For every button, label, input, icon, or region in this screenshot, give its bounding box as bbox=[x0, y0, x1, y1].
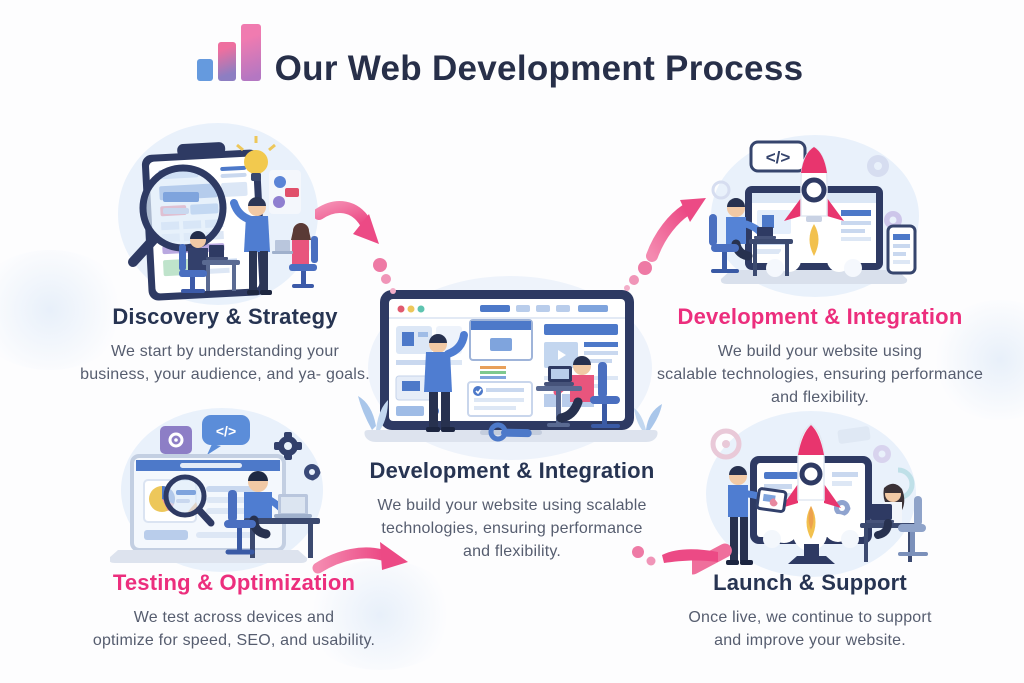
background-wisp bbox=[300, 560, 460, 670]
smoke-clouds bbox=[763, 513, 859, 551]
wrench-icon bbox=[488, 422, 532, 442]
standing-person bbox=[726, 466, 788, 565]
gear-icon bbox=[710, 428, 742, 460]
step-development-center-title: Development & Integration bbox=[369, 458, 655, 483]
magnifying-glass-icon bbox=[128, 164, 227, 267]
seated-person bbox=[224, 471, 320, 558]
rocket-icon bbox=[784, 146, 844, 256]
step-testing-title: Testing & Optimization bbox=[112, 570, 356, 595]
gear-icon bbox=[867, 155, 889, 177]
code-chat-bubble-icon: </> bbox=[202, 415, 250, 455]
lightbulb-icon bbox=[236, 136, 276, 181]
code-badge-icon: </> bbox=[749, 140, 807, 173]
arrow-center-to-development bbox=[624, 198, 706, 291]
gear-badge-icon bbox=[160, 426, 192, 454]
step-launch-line: Once live, we continue to support bbox=[688, 609, 932, 626]
seated-person bbox=[860, 483, 928, 562]
laptop-screen bbox=[380, 290, 634, 430]
discovery-illustration bbox=[118, 123, 318, 305]
step-development-right-line: We build your website using bbox=[717, 343, 923, 360]
step-launch-title: Launch & Support bbox=[713, 570, 907, 595]
step-discovery-line: business, your audience, and ya- goals. bbox=[80, 366, 370, 383]
laptop-base bbox=[110, 550, 308, 563]
step-discovery-line: We start by understanding your bbox=[110, 343, 340, 360]
arrow-discovery-to-center bbox=[315, 201, 396, 294]
svg-text:</>: </> bbox=[216, 423, 236, 439]
step-development-center-line: and flexibility. bbox=[462, 543, 562, 560]
step-development-right: Development & Integration We build your … bbox=[638, 304, 1002, 409]
step-development-center-line: We build your website using scalable bbox=[377, 497, 647, 514]
laptop-screen bbox=[130, 454, 286, 552]
plant-icon bbox=[358, 396, 388, 430]
step-testing-line: optimize for speed, SEO, and usability. bbox=[92, 632, 376, 649]
header: Our Web Development Process bbox=[0, 24, 1000, 88]
phone-icon bbox=[886, 224, 917, 275]
step-launch-line: and improve your website. bbox=[714, 632, 906, 649]
gear-icon bbox=[274, 432, 302, 460]
background-wisp bbox=[0, 250, 130, 370]
svg-text:</>: </> bbox=[766, 148, 791, 167]
gear-icon bbox=[711, 180, 731, 200]
page-title: Our Web Development Process bbox=[274, 48, 804, 88]
step-discovery-title: Discovery & Strategy bbox=[112, 304, 338, 329]
seated-person bbox=[709, 198, 793, 276]
seated-person-right bbox=[272, 223, 318, 288]
monitor-stand bbox=[804, 544, 819, 556]
seated-person-left bbox=[179, 231, 240, 293]
bar-chart-logo-icon bbox=[196, 24, 261, 88]
background-card bbox=[837, 426, 871, 444]
step-discovery: Discovery & Strategy We start by underst… bbox=[40, 304, 410, 386]
standing-person bbox=[230, 197, 272, 295]
center-illustration bbox=[358, 276, 662, 460]
standing-person bbox=[424, 331, 468, 432]
arrow-center-to-launch bbox=[632, 546, 718, 566]
step-launch: Launch & Support Once live, we continue … bbox=[636, 570, 984, 652]
step-development-center-line: technologies, ensuring performance bbox=[381, 520, 643, 537]
step-development-right-line: and flexibility. bbox=[770, 389, 870, 406]
seated-person bbox=[536, 356, 620, 428]
magnifying-glass-icon bbox=[163, 474, 215, 527]
testing-illustration: </> bbox=[110, 408, 323, 572]
plant-icon bbox=[634, 404, 662, 430]
color-swatches-icon bbox=[269, 170, 301, 214]
rocket-icon bbox=[781, 423, 841, 539]
arrow-testing-to-center bbox=[312, 542, 408, 574]
step-development-right-line: scalable technologies, ensuring performa… bbox=[656, 366, 984, 383]
development-illustration: </> bbox=[709, 135, 919, 297]
launch-illustration bbox=[692, 411, 928, 577]
step-testing-line: We test across devices and bbox=[133, 609, 335, 626]
step-development-right-title: Development & Integration bbox=[677, 304, 963, 329]
step-development-center: Development & Integration We build your … bbox=[350, 458, 674, 563]
gear-icon bbox=[304, 464, 321, 481]
gear-icon bbox=[873, 445, 891, 463]
step-testing: Testing & Optimization We test across de… bbox=[48, 570, 420, 652]
